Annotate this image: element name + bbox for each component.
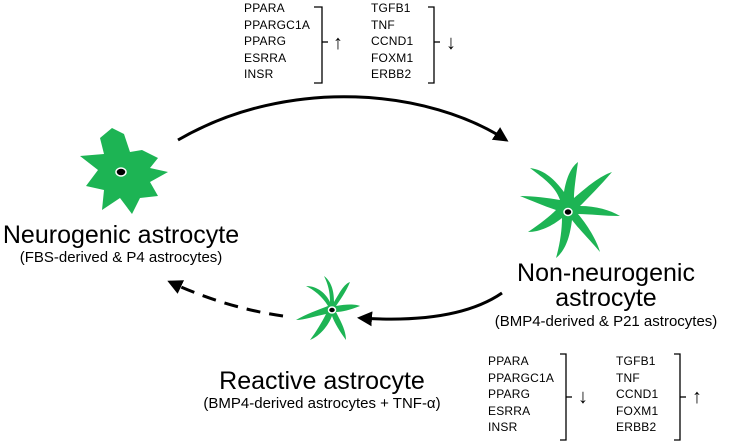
reactive-astrocyte-subtitle: (BMP4-derived astrocytes + TNF-α) [203, 395, 441, 412]
top-right-gene-list: TGFB1 TNF CCND1 FOXM1 ERBB2 [371, 0, 413, 83]
gene-label: FOXM1 [371, 50, 414, 65]
non-neurogenic-astrocyte-title-line2: astrocyte [555, 284, 657, 312]
gene-label: ESRRA [244, 50, 287, 65]
gene-label: INSR [244, 67, 274, 81]
non-neurogenic-astrocyte-title-line1: Non-neurogenic [517, 259, 695, 287]
top-right-direction-arrow-icon: ↓ [446, 32, 456, 54]
neurogenic-astrocyte-cell [80, 128, 168, 214]
gene-label: ESRRA [488, 403, 531, 418]
arrow-non-neurogenic-to-reactive [357, 291, 503, 327]
top-gene-brackets [314, 6, 440, 84]
top-left-direction-arrow-icon: ↑ [333, 32, 343, 54]
bottom-right-direction-arrow-icon: ↑ [692, 386, 702, 408]
bottom-left-direction-arrow-icon: ↓ [578, 386, 588, 408]
gene-label: TNF [371, 17, 395, 32]
top-left-gene-list: PPARA PPARGC1A PPARG ESRRA INSR [244, 0, 310, 83]
neurogenic-astrocyte-subtitle: (FBS-derived & P4 astrocytes) [19, 249, 223, 266]
gene-label: PPARA [488, 354, 529, 368]
gene-label: FOXM1 [616, 403, 659, 418]
neurogenic-astrocyte-title: Neurogenic astrocyte [2, 221, 240, 249]
non-neurogenic-astrocyte-cell [520, 162, 620, 258]
bottom-right-gene-list: TGFB1 TNF CCND1 FOXM1 ERBB2 [616, 353, 658, 436]
non-neurogenic-astrocyte-subtitle: (BMP4-derived & P21 astrocytes) [494, 313, 718, 330]
dashed-arrow-reactive-to-neurogenic [167, 280, 284, 318]
gene-label: PPARGC1A [488, 370, 555, 385]
arrow-neurogenic-to-non-neurogenic [177, 95, 509, 142]
bottom-gene-brackets [560, 353, 686, 441]
gene-label: PPARG [244, 34, 287, 48]
gene-label: INSR [488, 420, 518, 434]
gene-label: ERBB2 [371, 67, 412, 81]
bottom-left-gene-list: PPARA PPARGC1A PPARG ESRRA INSR [488, 353, 554, 436]
gene-label: TGFB1 [371, 1, 411, 15]
reactive-astrocyte-title: Reactive astrocyte [219, 367, 425, 395]
gene-label: PPARA [244, 1, 285, 15]
gene-label: CCND1 [371, 34, 414, 48]
gene-label: PPARGC1A [244, 17, 311, 32]
gene-label: TGFB1 [616, 354, 656, 368]
gene-label: ERBB2 [616, 420, 657, 434]
reactive-astrocyte-cell [296, 276, 360, 340]
gene-label: TNF [616, 370, 640, 385]
gene-label: CCND1 [616, 387, 659, 401]
gene-label: PPARG [488, 387, 531, 401]
